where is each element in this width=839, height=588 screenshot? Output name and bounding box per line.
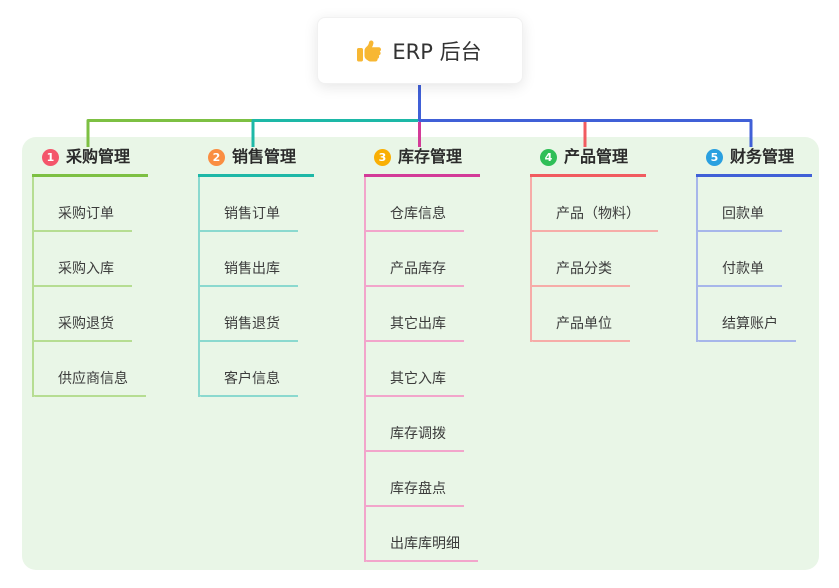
branch-header[interactable]: 1 采购管理 bbox=[32, 146, 148, 177]
branch-children: 产品（物料）产品分类产品单位 bbox=[530, 177, 658, 342]
branches-panel bbox=[22, 137, 819, 570]
root-node-erp[interactable]: ERP 后台 bbox=[316, 17, 523, 84]
branch-title: 采购管理 bbox=[66, 147, 131, 166]
child-node-5-3[interactable]: 结算账户 bbox=[698, 287, 796, 342]
branch-children: 仓库信息产品库存其它出库其它入库库存调拨库存盘点出库库明细 bbox=[364, 177, 478, 562]
child-node-5-2[interactable]: 付款单 bbox=[698, 232, 782, 287]
child-node-1-4[interactable]: 供应商信息 bbox=[34, 342, 146, 397]
branch-header[interactable]: 5 财务管理 bbox=[696, 146, 812, 177]
branch-number-badge: 2 bbox=[208, 148, 225, 166]
child-node-3-3[interactable]: 其它出库 bbox=[366, 287, 464, 342]
branch-header[interactable]: 3 库存管理 bbox=[364, 146, 480, 177]
branch-children: 采购订单采购入库采购退货供应商信息 bbox=[32, 177, 146, 397]
thumbs-up-icon bbox=[357, 39, 382, 61]
child-node-3-4[interactable]: 其它入库 bbox=[366, 342, 464, 397]
branch-title: 财务管理 bbox=[730, 147, 795, 166]
child-node-3-1[interactable]: 仓库信息 bbox=[366, 177, 464, 232]
child-node-4-1[interactable]: 产品（物料） bbox=[532, 177, 658, 232]
branch-1: 1 采购管理 采购订单采购入库采购退货供应商信息 bbox=[32, 146, 184, 397]
child-node-2-3[interactable]: 销售退货 bbox=[200, 287, 298, 342]
child-node-3-2[interactable]: 产品库存 bbox=[366, 232, 464, 287]
branch-title: 产品管理 bbox=[564, 147, 629, 166]
child-node-3-5[interactable]: 库存调拨 bbox=[366, 397, 464, 452]
branch-number-badge: 1 bbox=[42, 148, 59, 166]
child-node-4-2[interactable]: 产品分类 bbox=[532, 232, 630, 287]
child-node-2-1[interactable]: 销售订单 bbox=[200, 177, 298, 232]
child-node-3-6[interactable]: 库存盘点 bbox=[366, 452, 464, 507]
branch-children: 销售订单销售出库销售退货客户信息 bbox=[198, 177, 298, 397]
child-node-5-1[interactable]: 回款单 bbox=[698, 177, 782, 232]
child-node-2-2[interactable]: 销售出库 bbox=[200, 232, 298, 287]
branch-title: 销售管理 bbox=[232, 147, 297, 166]
branch-number-badge: 3 bbox=[374, 148, 391, 166]
root-title: ERP 后台 bbox=[392, 39, 482, 64]
branch-3: 3 库存管理 仓库信息产品库存其它出库其它入库库存调拨库存盘点出库库明细 bbox=[364, 146, 516, 562]
child-node-2-4[interactable]: 客户信息 bbox=[200, 342, 298, 397]
branch-number-badge: 4 bbox=[540, 148, 557, 166]
branch-4: 4 产品管理 产品（物料）产品分类产品单位 bbox=[530, 146, 682, 342]
branch-header[interactable]: 4 产品管理 bbox=[530, 146, 646, 177]
child-node-4-3[interactable]: 产品单位 bbox=[532, 287, 630, 342]
child-node-1-2[interactable]: 采购入库 bbox=[34, 232, 132, 287]
branch-header[interactable]: 2 销售管理 bbox=[198, 146, 314, 177]
child-node-1-3[interactable]: 采购退货 bbox=[34, 287, 132, 342]
branch-title: 库存管理 bbox=[398, 147, 463, 166]
branch-children: 回款单付款单结算账户 bbox=[696, 177, 796, 342]
child-node-1-1[interactable]: 采购订单 bbox=[34, 177, 132, 232]
branch-5: 5 财务管理 回款单付款单结算账户 bbox=[696, 146, 839, 342]
child-node-3-7[interactable]: 出库库明细 bbox=[366, 507, 478, 562]
branch-number-badge: 5 bbox=[706, 148, 723, 166]
branch-2: 2 销售管理 销售订单销售出库销售退货客户信息 bbox=[198, 146, 350, 397]
